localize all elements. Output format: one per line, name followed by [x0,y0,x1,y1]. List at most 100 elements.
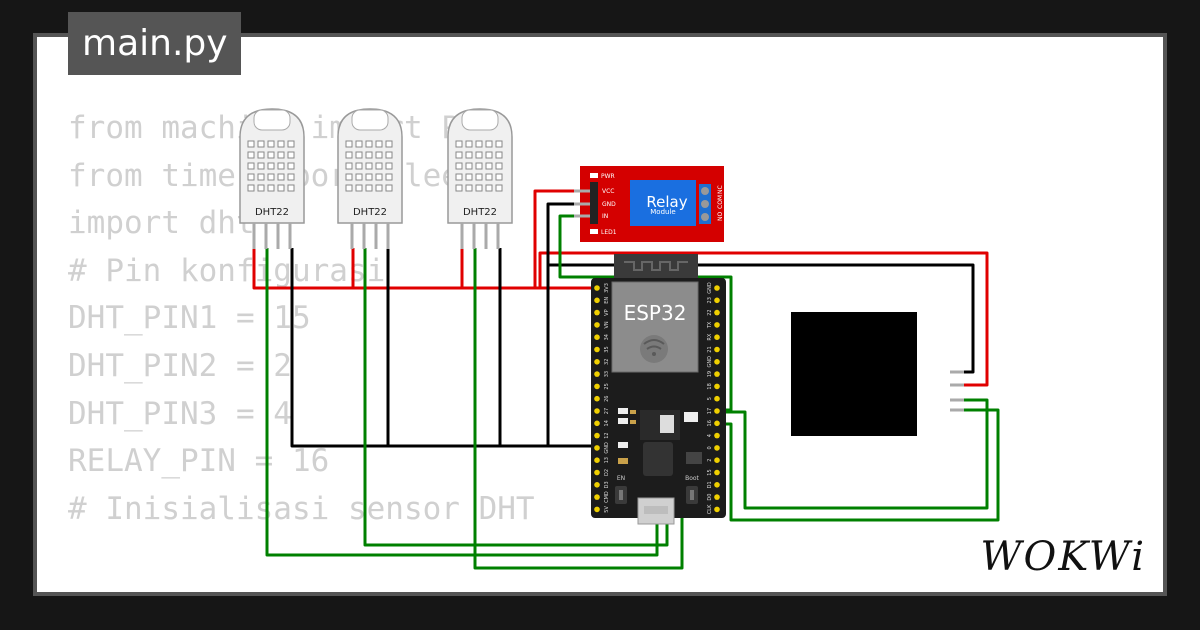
pin-label: D1 [707,481,713,488]
code-line: DHT_PIN3 = 4 [68,395,292,432]
header-pin[interactable] [714,297,720,304]
relay-pin-label: IN [602,213,608,220]
pin-label: GND [604,442,610,454]
header-pin[interactable] [714,322,720,328]
relay-subtitle: Module [650,208,675,216]
header-pin[interactable] [594,469,600,476]
pin-label: 2 [707,459,713,462]
sensor-grille [247,140,295,192]
pin-label: 22 [707,309,713,315]
header-pin[interactable] [714,457,720,464]
pin-label: 4 [707,434,713,437]
pin-label: 32 [604,359,610,365]
code-line: RELAY_PIN = 16 [68,443,330,480]
pin-label: D2 [604,469,610,476]
header-pin[interactable] [714,309,720,316]
pin-label: 21 [707,346,713,352]
header-pin[interactable] [594,432,600,439]
header-pin[interactable] [714,359,720,365]
header-pin[interactable] [594,346,600,353]
pin-label: VN [604,321,610,328]
header-pin[interactable] [714,432,720,439]
pin-label: GND [707,282,713,294]
header-pin[interactable] [594,482,600,488]
pin-label: 35 [604,346,610,352]
en-button-label: EN [617,475,625,482]
pin-label: RX [707,333,713,340]
header-pin[interactable] [594,285,600,291]
relay-coil [630,180,696,226]
pin-label: 25 [604,383,610,389]
pin-label: 13 [604,457,610,463]
header-pin[interactable] [594,420,600,427]
wire-vcc-bus [252,248,597,290]
dht22-sensor[interactable]: DHT22 [447,108,513,249]
header-pin[interactable] [714,346,720,353]
esp32-left-pins[interactable]: 3V3ENVPVN343532332526271412GND13D2D3CMD5… [594,283,610,513]
header-pin[interactable] [594,334,600,341]
header-pin[interactable] [714,371,720,377]
en-button[interactable]: EN [615,475,627,504]
code-line: # Inisialisasi sensor DHT [68,490,535,527]
pin-label: 0 [707,446,713,449]
relay-module[interactable]: PWR VCC GND IN LED1 Relay Module NO COM … [574,166,724,242]
header-pin[interactable] [594,309,600,316]
relay-led-label: LED1 [601,229,617,236]
pin-label: 12 [604,432,610,438]
header-pin[interactable] [594,408,600,414]
pin-label: 5V [604,506,610,513]
header-pin[interactable] [714,395,720,402]
file-tab[interactable]: main.py [68,12,241,75]
header-pin[interactable] [594,383,600,390]
wire-gnd [290,248,597,448]
header-pin[interactable] [594,322,600,328]
sensor-grille [345,140,393,192]
relay-terminal-label: COM [717,195,724,209]
header-pin[interactable] [594,457,600,464]
wokwi-logo: WOKWi [980,534,1146,580]
header-pin[interactable] [714,420,720,427]
pin-label: 33 [604,371,610,377]
relay-terminal-label: NC [717,185,724,194]
code-line: # Pin konfigurasi [68,252,386,289]
header-pin[interactable] [594,297,600,304]
header-pin[interactable] [594,445,600,451]
wire-display-vcc [538,251,989,387]
pin-label: GND [707,356,713,368]
header-pin[interactable] [594,494,600,500]
boot-button[interactable]: Boot [685,475,700,504]
header-pin[interactable] [714,285,720,291]
dht22-sensor[interactable]: DHT22 [239,108,305,249]
dht22-sensor[interactable]: DHT22 [337,108,403,249]
header-pin[interactable] [714,334,720,341]
wire-display-gnd [548,263,975,374]
esp32-board[interactable]: ESP32 EN Boot 3V3ENVPVN34353233252627141… [591,254,726,525]
boot-button-label: Boot [685,475,699,482]
header-pin[interactable] [714,408,720,414]
pin-label: 27 [604,408,610,414]
oled-display[interactable] [791,312,964,436]
pin-label: 14 [604,420,610,426]
header-pin[interactable] [714,494,720,500]
header-pin[interactable] [714,445,720,451]
header-pin[interactable] [714,383,720,390]
relay-pin-label: GND [602,201,616,208]
pin-label: 19 [707,371,713,377]
header-pin[interactable] [714,482,720,488]
header-pin[interactable] [714,469,720,476]
relay-pin-label: VCC [602,188,614,195]
header-pin[interactable] [594,506,600,513]
sensor-grille [455,140,503,192]
header-pin[interactable] [714,506,720,513]
relay-title: Relay [646,193,687,211]
header-pin[interactable] [594,359,600,365]
sensor-label: DHT22 [463,207,497,218]
pin-label: D3 [604,481,610,488]
header-pin[interactable] [594,371,600,377]
header-pin[interactable] [594,395,600,402]
pin-label: CMD [604,491,610,503]
relay-pwr-label: PWR [601,173,615,180]
pin-label: TX [707,321,713,329]
